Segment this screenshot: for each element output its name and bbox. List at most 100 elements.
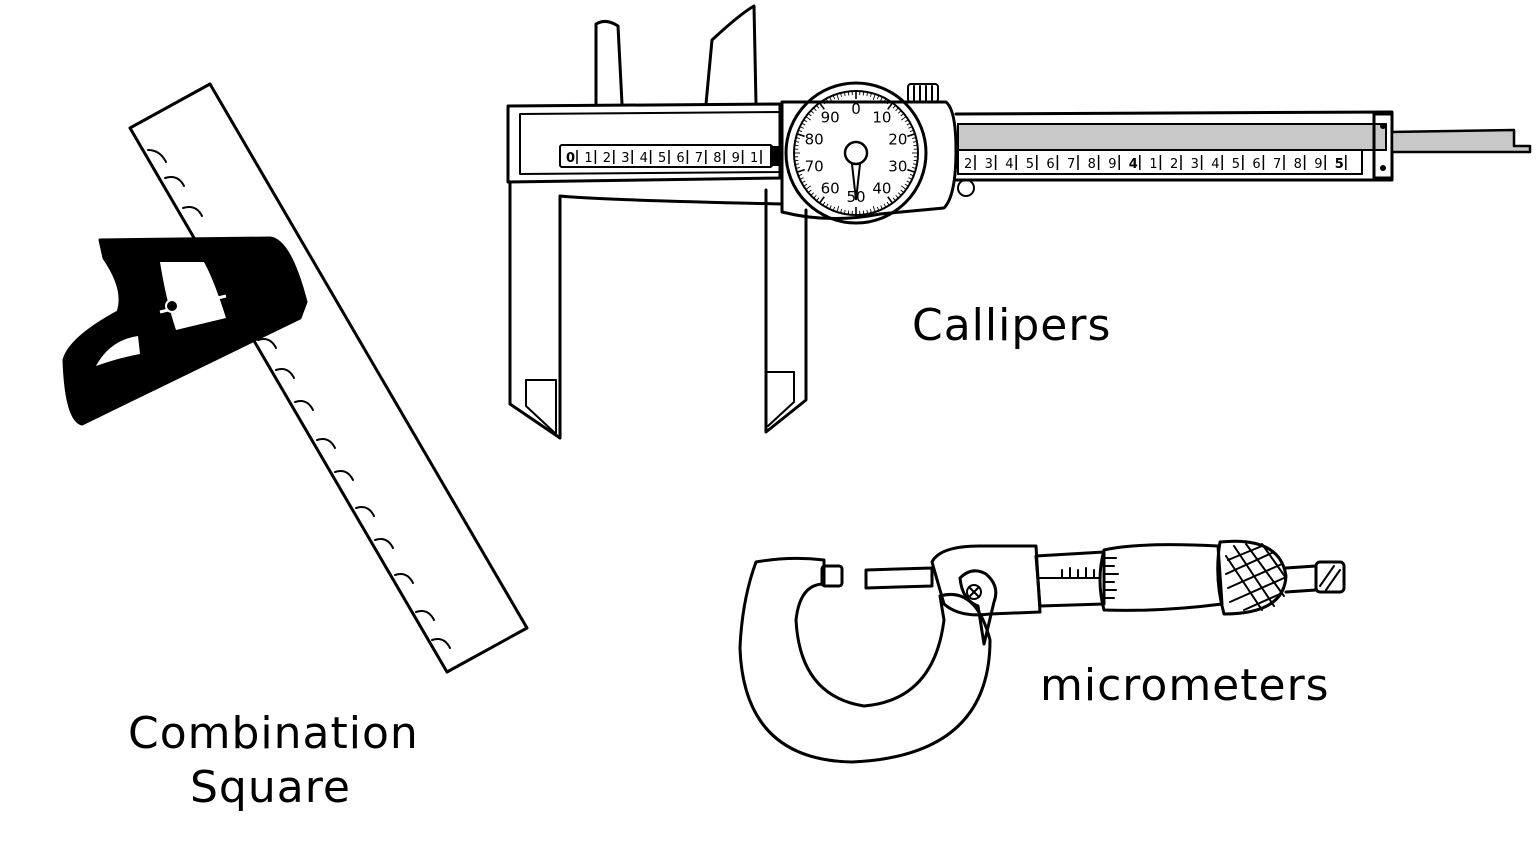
calliper-right-scale-label: 5	[1335, 157, 1344, 172]
calliper-right-scale-label: 4	[1129, 157, 1138, 172]
calliper-left-scale-label: 0	[566, 151, 575, 166]
calliper-dial-tick	[836, 206, 840, 213]
calliper-dial-tick	[901, 185, 907, 190]
calliper-lower-fixed-jaw	[508, 180, 784, 440]
micrometer-end-stem	[1284, 564, 1318, 594]
calliper-left-scale-label: 7	[695, 151, 703, 166]
callipers-label: Callipers	[912, 300, 1111, 351]
calliper-right-scale-label: 7	[1273, 157, 1281, 172]
calliper-right-scale-strip	[957, 149, 1363, 175]
calliper-dial-tick	[805, 116, 811, 121]
calliper-dial-tick	[880, 205, 883, 210]
calliper-right-scale-label: 9	[1314, 157, 1322, 172]
calliper-dial-tick	[866, 92, 869, 97]
calliper-dial-tick	[801, 180, 806, 184]
calliper-right-scale-label: 5	[1232, 157, 1240, 172]
calliper-right-scale-label: 2	[964, 157, 972, 172]
square-ruler-blade	[128, 82, 529, 674]
calliper-dial-tick	[816, 197, 820, 202]
calliper-right-scale-label: 9	[1108, 157, 1116, 172]
calliper-thumb-wheel-knurl	[913, 85, 933, 101]
calliper-dial-tick	[799, 177, 804, 180]
calliper-dial-tick	[847, 210, 850, 215]
calliper-upper-fixed-jaw	[594, 19, 624, 106]
calliper-slider-body	[780, 100, 958, 220]
calliper-dial-number: 20	[888, 130, 907, 148]
calliper-dial-tick	[799, 126, 804, 129]
calliper-lower-fixed-jaw-tip	[525, 379, 557, 435]
calliper-dial-tick	[906, 122, 911, 126]
calliper-dial-tick	[794, 144, 799, 147]
calliper-dial-tick	[862, 91, 865, 96]
calliper-dial-tick	[829, 205, 832, 210]
calliper-dial-number: 40	[872, 180, 891, 198]
calliper-upper-moving-jaw	[704, 4, 758, 106]
calliper-dial-tick	[794, 159, 799, 162]
calliper-dial-tick	[912, 166, 917, 169]
calliper-left-scale-label: 3	[621, 151, 629, 166]
calliper-left-scale-label: 9	[732, 151, 740, 166]
calliper-dial-tick	[897, 192, 902, 196]
calliper-dial-tick	[805, 185, 811, 190]
calliper-dial-tick	[796, 168, 805, 173]
calliper-left-scale-label: 4	[640, 151, 648, 166]
calliper-dial-number: 10	[872, 108, 891, 126]
calliper-dial-tick	[909, 129, 914, 133]
calliper-lower-moving-jaw-tip	[767, 371, 795, 427]
calliper-dial-tick	[795, 137, 800, 140]
calliper-dial-tick	[892, 104, 896, 109]
calliper-dial-face	[784, 81, 928, 225]
micrometer-lock-lever	[958, 569, 998, 646]
square-head-cutout-lower	[96, 336, 140, 366]
calliper-dial-tick	[810, 110, 815, 114]
calliper-right-scale-label: 7	[1067, 157, 1075, 172]
calliper-dial-tick	[840, 209, 843, 214]
calliper-dial-tick	[900, 113, 905, 117]
calliper-right-scale-label: 1	[1149, 157, 1157, 172]
calliper-dial-tick	[906, 180, 911, 184]
calliper-right-scale-label: 5	[1026, 157, 1034, 172]
calliper-slider-block	[770, 146, 782, 166]
calliper-dial-tick	[913, 144, 918, 147]
calliper-dial-tick	[869, 209, 872, 214]
square-ruler-ticks	[147, 149, 451, 649]
calliper-dial-tick	[886, 201, 890, 206]
calliper-dial-ticks	[794, 91, 918, 215]
calliper-dial-tick	[836, 93, 840, 100]
calliper-right-scale-label: 4	[1005, 157, 1013, 172]
calliper-dial-tick	[832, 95, 836, 100]
micrometer-frame-hub	[930, 544, 1042, 617]
calliper-dial-tick	[895, 194, 899, 199]
calliper-dial-tick	[869, 92, 872, 97]
micrometer	[738, 539, 1346, 764]
calliper-dial-tick	[904, 183, 909, 187]
calliper-dial-tick	[822, 100, 826, 105]
calliper-dial-number: 60	[821, 180, 840, 198]
calliper-dial-tick	[912, 163, 917, 166]
calliper-dial-tick	[908, 126, 913, 129]
calliper-dial-tick	[907, 168, 916, 173]
calliper-dial-tick	[822, 201, 826, 206]
calliper-dial-tick	[883, 98, 887, 103]
calliper-right-scale-label: 6	[1252, 157, 1260, 172]
micrometers-label: micrometers	[1040, 660, 1330, 711]
calliper-dial-tick	[883, 203, 887, 208]
calliper-dial-tick	[829, 96, 832, 101]
square-head-knob	[165, 299, 179, 313]
micrometer-spindle	[864, 566, 934, 590]
calliper-dial-tick	[795, 163, 800, 166]
calliper-left-scale-label: 8	[713, 151, 721, 166]
calliper-left-scale-label: 6	[676, 151, 684, 166]
calliper-dial-tick	[880, 96, 883, 101]
micrometer-anvil	[820, 564, 844, 588]
calliper-main-beam	[506, 102, 782, 184]
calliper-dial-tick	[876, 206, 880, 211]
calliper-dial-tick	[912, 140, 917, 143]
calliper-end-cap-screw-top	[1380, 123, 1386, 129]
calliper-dial-tick	[872, 93, 876, 100]
micrometer-sleeve-ticks	[1061, 567, 1095, 579]
calliper-dial-tick	[840, 92, 843, 97]
calliper-end-cap-screw-bottom	[1380, 165, 1386, 171]
